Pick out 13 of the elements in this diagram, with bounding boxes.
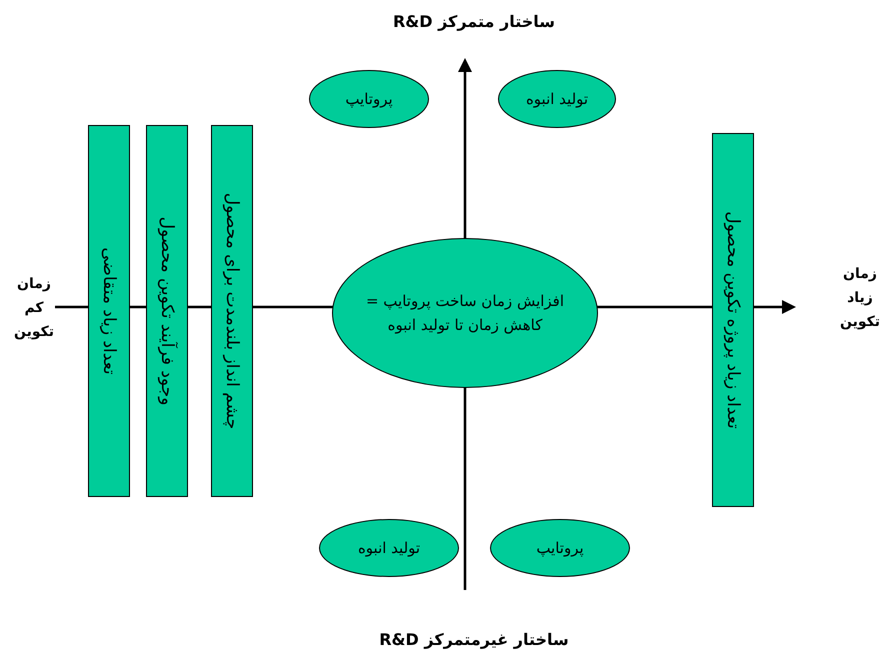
axis-label: زمان کم تکوین	[12, 275, 56, 342]
ellipse-node: تولید انبوه	[498, 70, 616, 128]
vertical-bar: چشم انداز بلندمدت برای محصول	[211, 125, 253, 497]
ellipse-node: پروتایپ	[490, 519, 630, 577]
vertical-bar: تعداد زیاد پروژه تکوین محصول	[712, 133, 754, 507]
axis-label: ساختار متمرکز R&D	[392, 12, 556, 32]
axis-label: ساختار غیرمتمرکز R&D	[378, 630, 570, 650]
vertical-bar: تعداد زیاد متقاضی	[88, 125, 130, 497]
ellipse-node: پروتایپ	[309, 70, 429, 128]
ellipse-node: افزایش زمان ساخت پروتایپ = کاهش زمان تا تولید انبوه	[332, 238, 598, 388]
ellipse-node: تولید انبوه	[319, 519, 459, 577]
axis-label: زمان زیاد تکوین	[838, 265, 882, 332]
vertical-bar: وجود فرآیند تکوین محصول	[146, 125, 188, 497]
